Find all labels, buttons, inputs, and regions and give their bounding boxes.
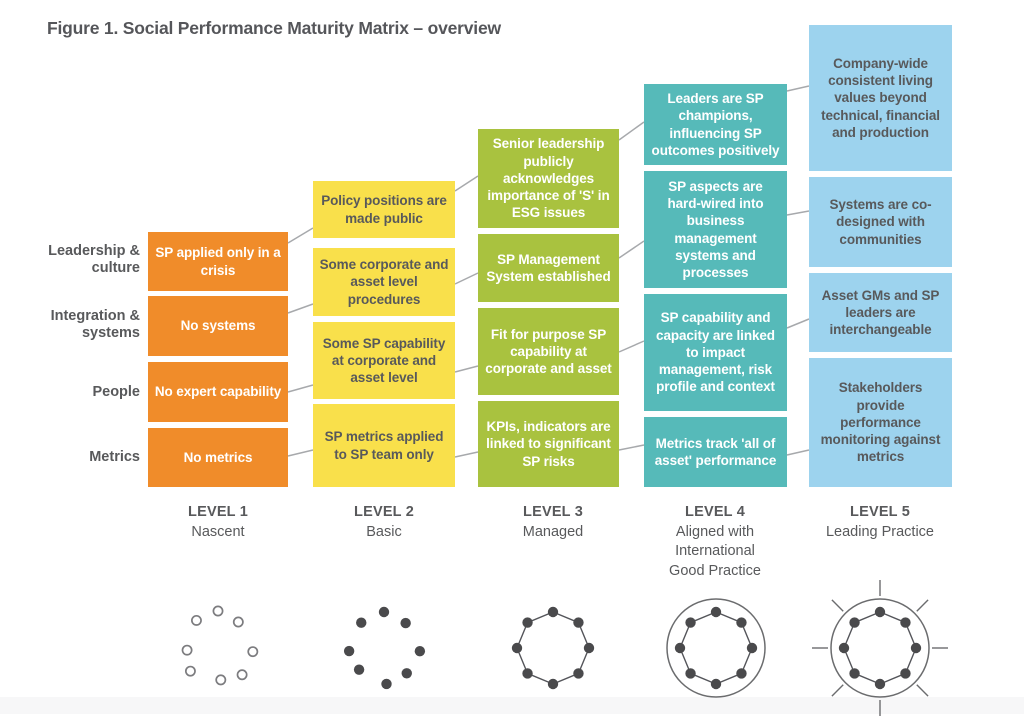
matrix-cell-l2-people: Some SP capability at corporate and asse…: [313, 322, 455, 399]
matrix-cell-l5-systems: Systems are co-designed with communities: [809, 177, 952, 267]
level-1-name: LEVEL 1: [188, 504, 248, 520]
connected-dots-icon: [463, 578, 643, 718]
level-2-subtitle: Basic: [366, 523, 402, 540]
matrix-cell-l2-systems: Some corporate and asset level procedure…: [313, 248, 455, 316]
row-label-metrics: Metrics: [89, 449, 140, 465]
level-4-caption: LEVEL 4 Aligned with International Good …: [636, 503, 794, 581]
matrix-cell-l1-metrics: No metrics: [148, 428, 288, 487]
level-4-name: LEVEL 4: [685, 504, 745, 520]
row-label-integration-systems: Integration & systems: [50, 308, 140, 342]
matrix-cell-l5-people: Asset GMs and SP leaders are interchange…: [809, 273, 952, 352]
row-label-people: People: [92, 384, 140, 400]
level-4-subtitle: Aligned with International Good Practice: [669, 523, 761, 579]
level-1-caption: LEVEL 1 Nascent: [138, 503, 298, 542]
level-5-caption: LEVEL 5 Leading Practice: [800, 503, 960, 542]
connected-dots-circle-icon: [626, 578, 806, 718]
level-1-subtitle: Nascent: [191, 523, 245, 540]
matrix-cell-l3-metrics: KPIs, indicators are linked to significa…: [478, 401, 619, 487]
level-5-name: LEVEL 5: [850, 504, 910, 520]
row-label-leadership-culture: Leadership & culture: [48, 243, 140, 277]
page-bottom-band: [0, 697, 1024, 714]
matrix-cell-l1-systems: No systems: [148, 296, 288, 356]
matrix-cell-l4-people: SP capability and capacity are linked to…: [644, 294, 787, 411]
matrix-cell-l1-people: No expert capability: [148, 362, 288, 422]
level-3-subtitle: Managed: [522, 523, 584, 540]
matrix-cell-l5-leadership: Company-wide consistent living values be…: [809, 25, 952, 171]
matrix-cell-l5-metrics: Stakeholders provide performance monitor…: [809, 358, 952, 487]
level-2-name: LEVEL 2: [354, 504, 414, 520]
matrix-cell-l4-metrics: Metrics track 'all of asset' performance: [644, 417, 787, 487]
level-2-caption: LEVEL 2 Basic: [304, 503, 464, 542]
matrix-cell-l2-leadership: Policy positions are made public: [313, 181, 455, 238]
matrix-cell-l4-systems: SP aspects are hard-wired into business …: [644, 171, 787, 288]
solid-dots-icon: [294, 578, 474, 718]
connected-dots-circle-rays-icon: [790, 578, 970, 718]
matrix-cell-l1-leadership: SP applied only in a crisis: [148, 232, 288, 291]
matrix-cell-l2-metrics: SP metrics applied to SP team only: [313, 404, 455, 487]
matrix-cell-l3-leadership: Senior leadership publicly acknowledges …: [478, 129, 619, 228]
matrix-cell-l3-systems: SP Management System established: [478, 234, 619, 302]
open-dots-icon: [128, 578, 308, 718]
level-5-subtitle: Leading Practice: [825, 523, 934, 540]
level-3-caption: LEVEL 3 Managed: [473, 503, 633, 542]
matrix-cell-l3-people: Fit for purpose SP capability at corpora…: [478, 308, 619, 395]
level-3-name: LEVEL 3: [523, 504, 583, 520]
figure-title: Figure 1. Social Performance Maturity Ma…: [47, 18, 501, 38]
matrix-cell-l4-leadership: Leaders are SP champions, influencing SP…: [644, 84, 787, 165]
